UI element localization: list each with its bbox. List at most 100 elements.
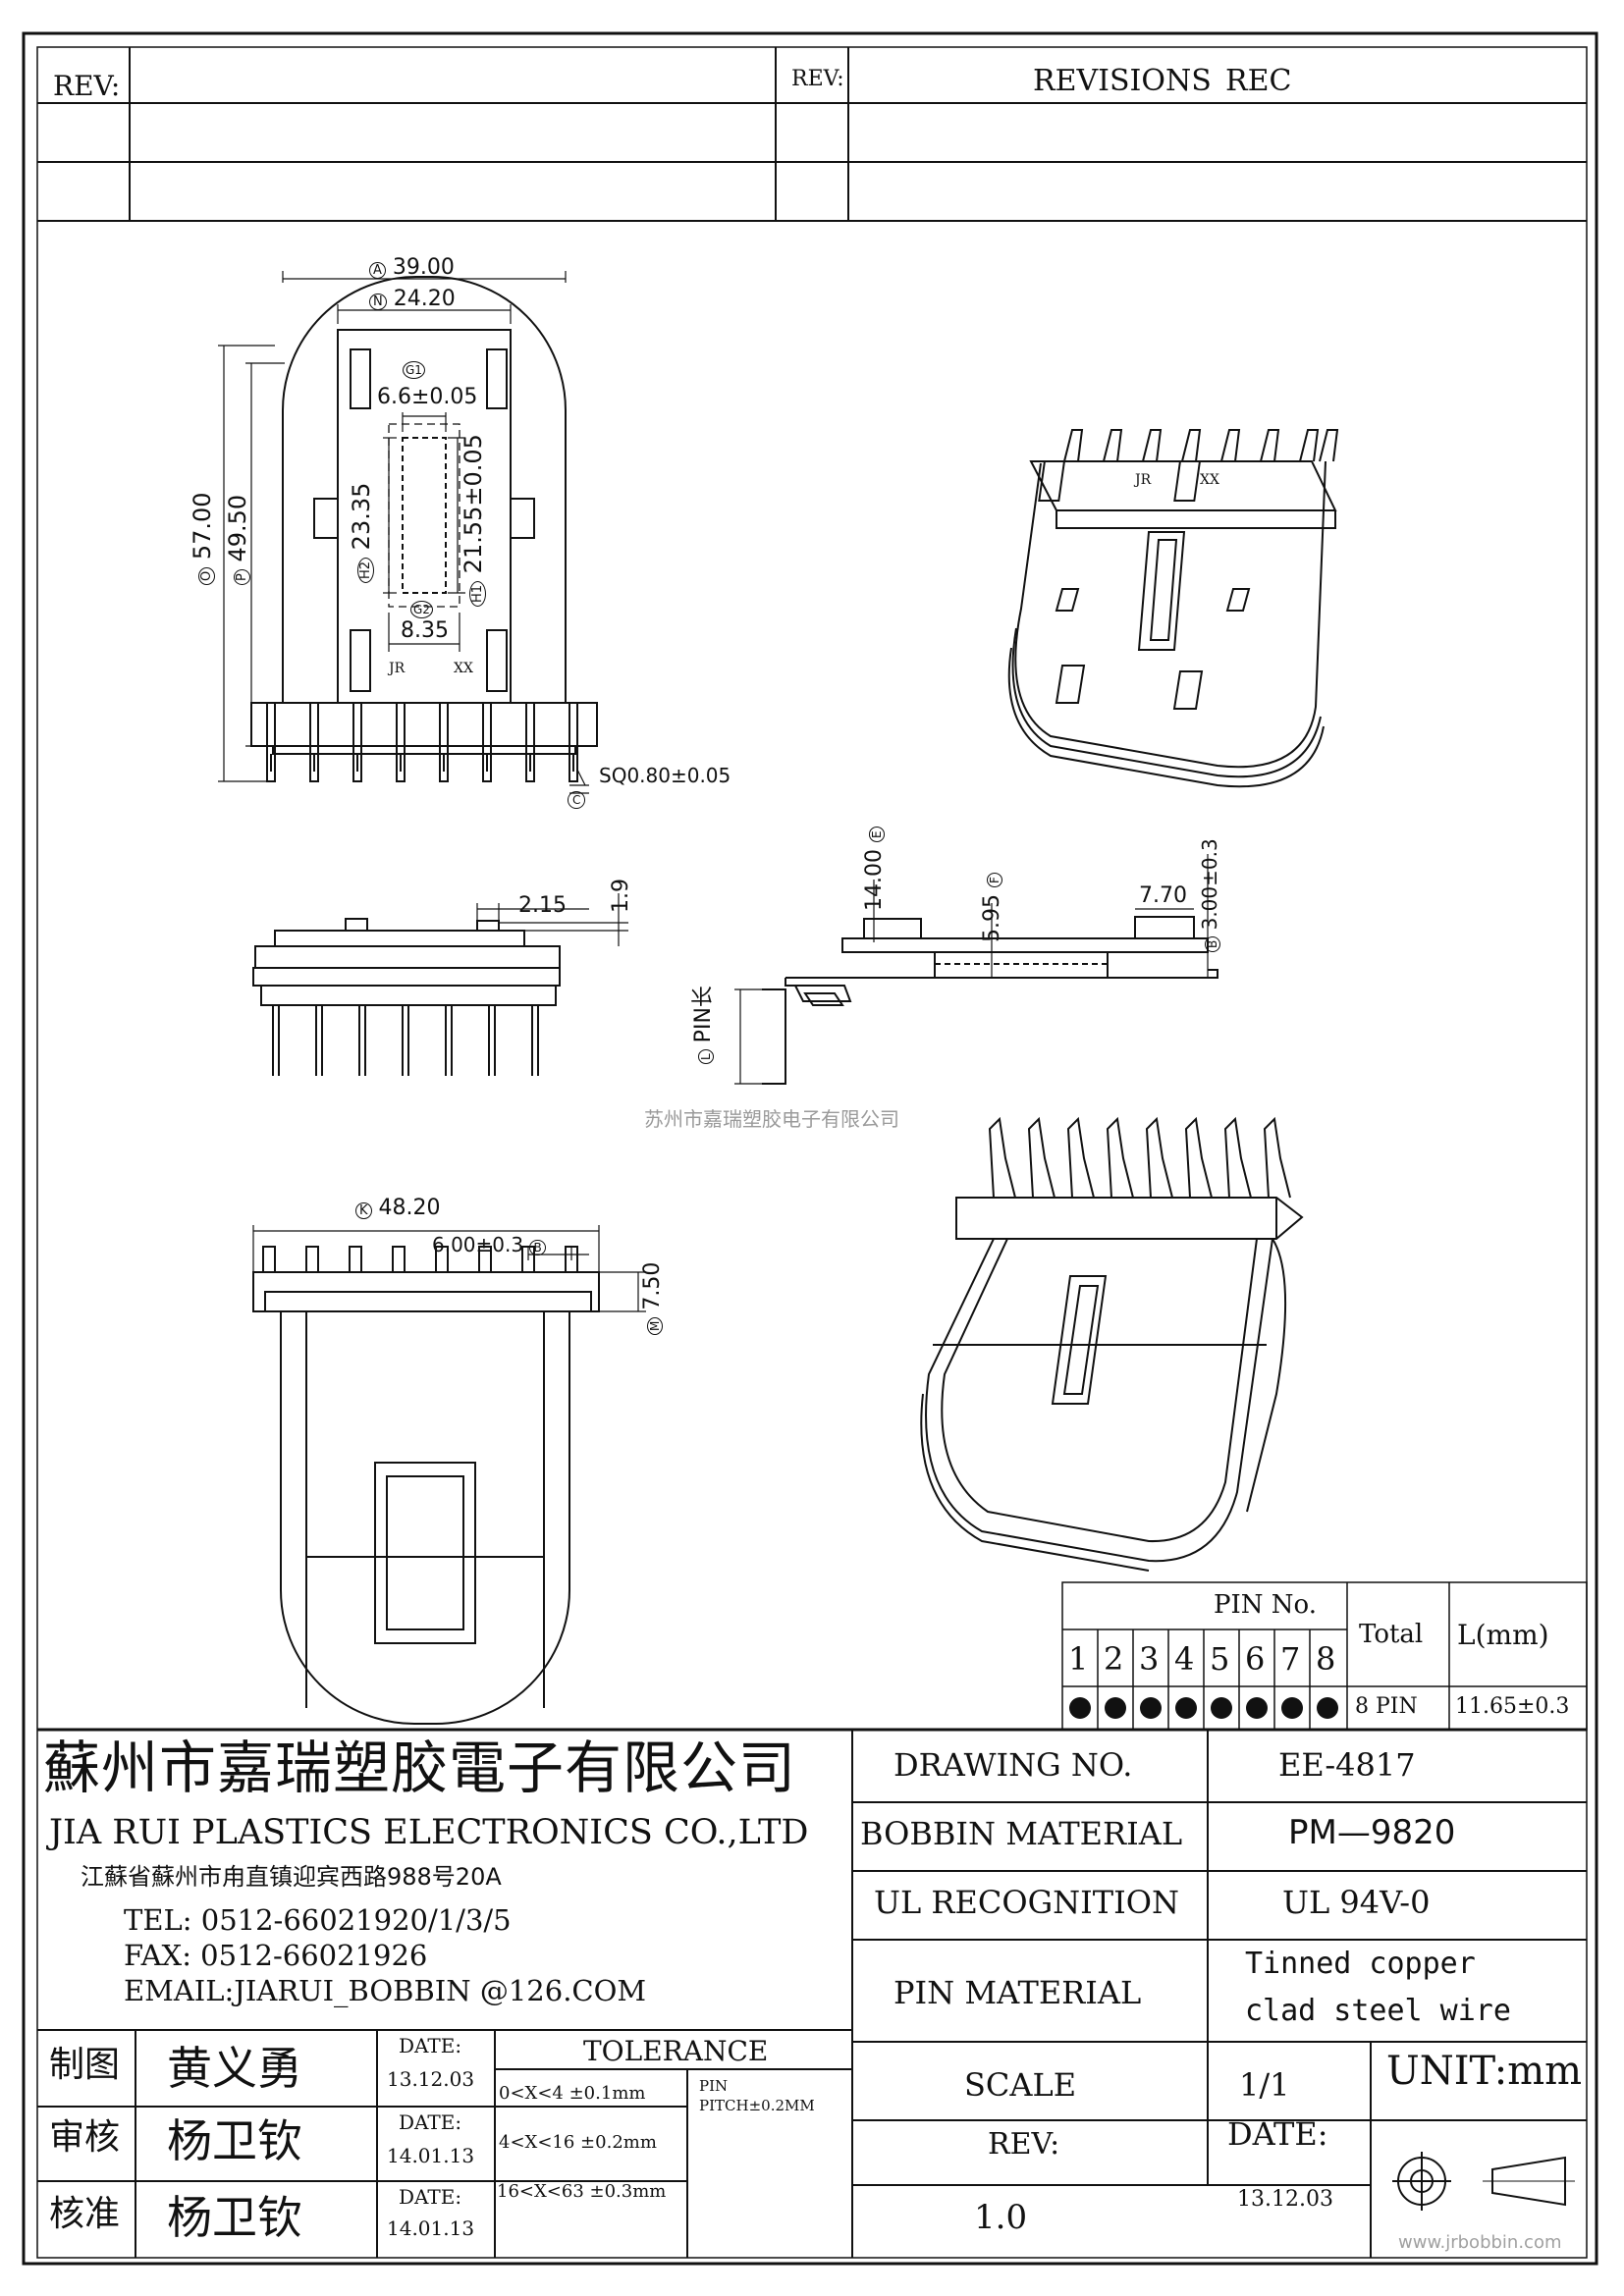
sig-date-approved: 14.01.13 [387, 2216, 475, 2240]
dim-E: 14.00 E [862, 827, 887, 911]
sig-date-checked: 14.01.13 [387, 2144, 475, 2167]
dim-C-marker: C [568, 791, 586, 809]
pin-material-value-line1: Tinned copper [1245, 1947, 1476, 1981]
mark-jr: JR [389, 661, 406, 676]
pin-number-5: 5 [1210, 1640, 1230, 1678]
section-view-dimension-lines [734, 854, 1209, 1085]
pin-table-l-value: 11.65±0.3 [1455, 1694, 1570, 1719]
dim-B-side: B 3.00±0.3 [1198, 838, 1221, 952]
scale-label: SCALE [964, 2066, 1077, 2104]
bottom-view-pins [262, 1246, 578, 1273]
tolerance-pin-label: PIN [699, 2077, 729, 2095]
scale-value: 1/1 [1239, 2066, 1290, 2104]
dim-P: P 49.50 [224, 495, 251, 585]
pin-table-dots [1069, 1697, 1338, 1719]
rec-label: REC [1225, 64, 1292, 98]
dim-H1: H1 21.55±0.05 [460, 434, 487, 607]
company-tel: TEL: 0512-66021920/1/3/5 [124, 1903, 512, 1937]
pin-number-1: 1 [1068, 1640, 1089, 1678]
pin-table-title: PIN No. [1214, 1590, 1317, 1620]
pin-number-8: 8 [1316, 1640, 1336, 1678]
tolerance-row-2: 4<X<16 ±0.2mm [499, 2132, 657, 2153]
ul-recognition-value: UL 94V-0 [1282, 1884, 1431, 1921]
date-value: 13.12.03 [1237, 2187, 1333, 2212]
rev-label-left: REV: [53, 70, 121, 102]
rev-value: 1.0 [974, 2198, 1028, 2237]
drawing-no-label: DRAWING NO. [893, 1746, 1133, 1784]
pin-table-l-label: L(mm) [1457, 1619, 1549, 1651]
company-name-cn: 蘇州市嘉瑞塑胶電子有限公司 [43, 1735, 797, 1801]
dim-770: 7.70 [1139, 883, 1187, 908]
pin-table-total-value: 8 PIN [1355, 1694, 1418, 1719]
dim-G1-marker: G1 [403, 361, 425, 379]
side-view [252, 918, 561, 1076]
projection-symbol [1392, 2152, 1575, 2211]
iso-view-bottom [920, 1116, 1304, 1572]
dim-A: A 39.00 [369, 257, 455, 279]
dim-19: 1.9 [609, 879, 633, 913]
pin-number-6: 6 [1245, 1640, 1266, 1678]
company-email: EMAIL:JIARUI_BOBBIN @126.COM [124, 1974, 647, 2007]
iso-view-top [1007, 429, 1339, 788]
title-block-grid [37, 1728, 1587, 2258]
pin-number-2: 2 [1104, 1640, 1124, 1678]
dim-F: 5.95 F [980, 873, 1004, 942]
company-address: 江蘇省蘇州市甪直镇迎宾西路988号20A [81, 1863, 502, 1891]
company-fax: FAX: 0512-66021926 [124, 1939, 428, 1972]
sig-name-drawn: 黄义勇 [167, 2042, 302, 2095]
tolerance-row-3: 16<X<63 ±0.3mm [497, 2181, 667, 2202]
pin-number-7: 7 [1280, 1640, 1301, 1678]
pin-material-label: PIN MATERIAL [893, 1974, 1142, 2011]
iso-mark-jr: JR [1135, 472, 1152, 488]
company-name-en: JIA RUI PLASTICS ELECTRONICS CO.,LTD [49, 1813, 809, 1852]
sig-date-label-approved: DATE: [399, 2185, 462, 2209]
sig-name-checked: 杨卫钦 [167, 2114, 302, 2167]
dim-G2-marker: G2 [410, 601, 433, 618]
bobbin-material-value: PM—9820 [1288, 1813, 1456, 1852]
watermark-url: www.jrbobbin.com [1398, 2232, 1562, 2253]
dim-N: N 24.20 [369, 289, 456, 310]
dim-G1-value: 6.6±0.05 [377, 385, 478, 409]
pin-material-value-line2: clad steel wire [1245, 1994, 1511, 2028]
dim-pitch: 6.00±0.3 B [432, 1235, 546, 1255]
drawing-no-value: EE-4817 [1278, 1746, 1416, 1784]
tolerance-pin-pitch: PITCH±0.2MM [699, 2097, 815, 2114]
tolerance-row-1: 0<X<4 ±0.1mm [499, 2083, 646, 2104]
bobbin-material-label: BOBBIN MATERIAL [860, 1815, 1183, 1852]
dim-O: O 57.00 [189, 492, 216, 585]
side-view-dimension-lines [476, 893, 628, 946]
revisions-label: REVISIONS [1033, 64, 1212, 98]
sig-role-drawn: 制图 [49, 2045, 121, 2085]
mark-xx: XX [454, 661, 473, 676]
iso-mark-xx: XX [1200, 472, 1219, 488]
top-view-outline [250, 276, 598, 755]
dim-L-pin-length: L PIN长 [691, 986, 716, 1064]
dim-G2-value: 8.35 [401, 618, 449, 643]
unit-label: UNIT:mm [1386, 2049, 1583, 2094]
sig-date-label-drawn: DATE: [399, 2034, 462, 2057]
sig-name-approved: 杨卫钦 [167, 2191, 302, 2244]
ul-recognition-label: UL RECOGNITION [874, 1884, 1179, 1921]
top-view-pins [266, 702, 578, 782]
sig-role-checked: 审核 [49, 2117, 121, 2158]
pin-table-total-label: Total [1359, 1620, 1424, 1649]
sig-date-label-checked: DATE: [399, 2110, 462, 2134]
pin-number-4: 4 [1174, 1640, 1195, 1678]
bottom-view-dimension-lines [252, 1225, 646, 1312]
dim-M: M 7.50 [640, 1262, 665, 1335]
dim-215: 2.15 [518, 893, 567, 918]
rev-label-mid: REV: [791, 67, 844, 91]
date-label: DATE: [1227, 2115, 1328, 2153]
dim-K: K 48.20 [355, 1198, 441, 1219]
pin-number-3: 3 [1139, 1640, 1160, 1678]
top-view-dimension-lines [218, 271, 589, 794]
rev-label: REV: [988, 2127, 1060, 2162]
bottom-view [252, 1271, 600, 1725]
watermark-company: 苏州市嘉瑞塑胶电子有限公司 [644, 1107, 899, 1131]
tolerance-title: TOLERANCE [583, 2035, 769, 2067]
dim-C-value: SQ0.80±0.05 [599, 764, 731, 787]
sig-date-drawn: 13.12.03 [387, 2067, 475, 2091]
dim-H2: H2 23.35 [348, 483, 375, 583]
sig-role-approved: 核准 [49, 2194, 121, 2234]
